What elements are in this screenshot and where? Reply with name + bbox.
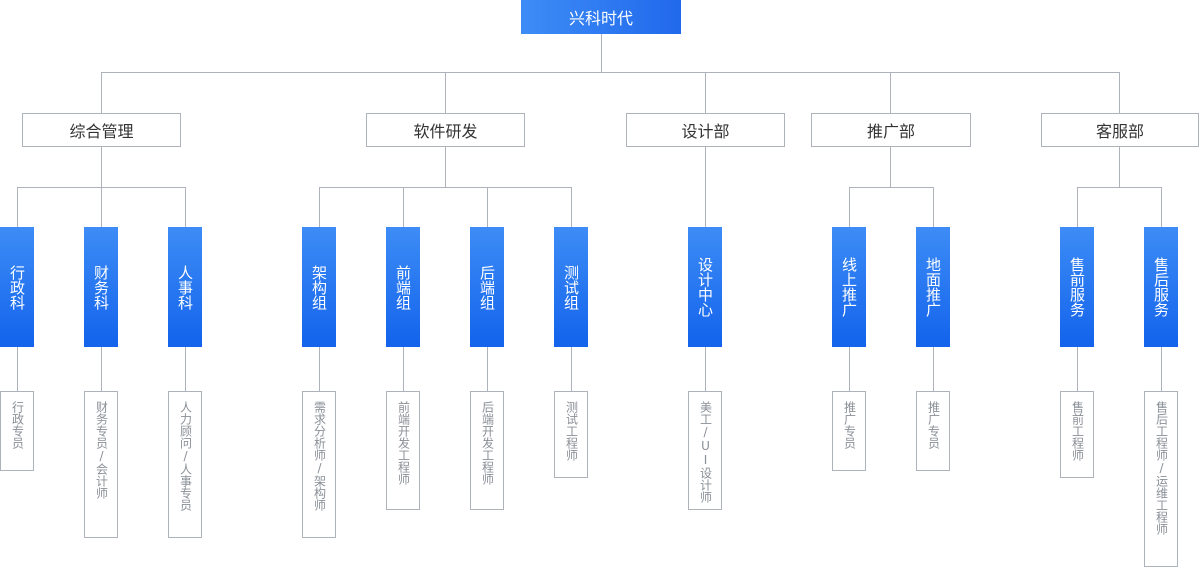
role-backend: 后端开发工程师 [470, 391, 504, 510]
team-pre-sales: 售前服务 [1060, 227, 1094, 347]
role-finance: 财务专员/会计师 [84, 391, 118, 538]
team-online-promotion: 线上推广 [832, 227, 866, 347]
dept-design: 设计部 [626, 113, 785, 147]
dept-promotion: 推广部 [811, 113, 971, 147]
team-backend: 后端组 [470, 227, 504, 347]
dept-software-rd: 软件研发 [366, 113, 525, 147]
team-after-sales: 售后服务 [1144, 227, 1178, 347]
team-administration: 行政科 [0, 227, 34, 347]
dept-customer-service: 客服部 [1041, 113, 1199, 147]
team-ground-promotion: 地面推广 [916, 227, 950, 347]
role-architecture: 需求分析师/架构师 [302, 391, 336, 538]
team-architecture: 架构组 [302, 227, 336, 347]
role-pre-sales: 售前工程师 [1060, 391, 1094, 478]
role-online-promotion: 推广专员 [832, 391, 866, 471]
role-hr: 人力顾问/人事专员 [168, 391, 202, 538]
role-design-center: 美工/UI设计师 [688, 391, 722, 510]
team-testing: 测试组 [554, 227, 588, 347]
role-ground-promotion: 推广专员 [916, 391, 950, 471]
role-testing: 测试工程师 [554, 391, 588, 478]
dept-general-management: 综合管理 [22, 113, 181, 147]
role-administration: 行政专员 [0, 391, 34, 471]
role-after-sales: 售后工程师/运维工程师 [1144, 391, 1178, 567]
role-frontend: 前端开发工程师 [386, 391, 420, 510]
root-node-company: 兴科时代 [521, 0, 681, 34]
team-hr: 人事科 [168, 227, 202, 347]
team-frontend: 前端组 [386, 227, 420, 347]
team-finance: 财务科 [84, 227, 118, 347]
team-design-center: 设计中心 [688, 227, 722, 347]
